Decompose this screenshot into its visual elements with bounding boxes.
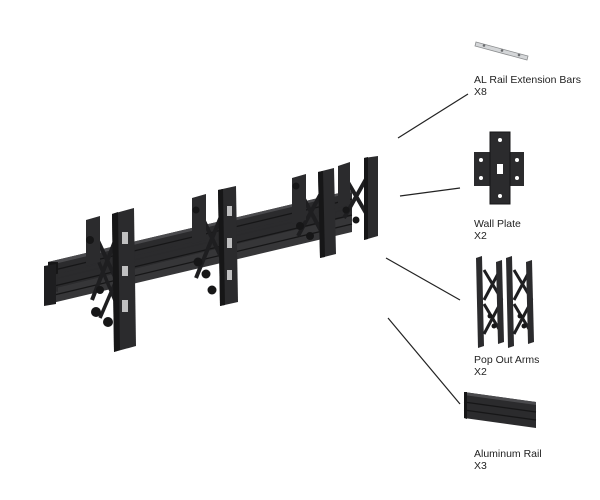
part-quantity: X2 <box>474 366 487 378</box>
wall-plate-icon <box>474 131 524 205</box>
part-name: Pop Out Arms <box>474 354 540 366</box>
pop-out-arm-icon <box>476 256 534 348</box>
aluminum-rail-icon <box>463 392 537 428</box>
mount-arm-2 <box>192 186 238 306</box>
rail-extension-bar-icon <box>474 41 529 61</box>
part-quantity: X3 <box>474 460 487 472</box>
label-pop-out-arms: Pop Out Arms X2 <box>474 354 539 378</box>
part-quantity: X8 <box>474 86 487 98</box>
leader-line-pop-out-arms <box>385 257 461 301</box>
leader-line-wall-plate <box>399 187 461 197</box>
part-name: AL Rail Extension Bars <box>474 74 581 86</box>
leader-line-extension-bars <box>397 93 469 139</box>
leader-line-aluminum-rail <box>387 317 461 405</box>
mount-arm-3 <box>292 168 336 258</box>
mount-arm-1 <box>86 208 136 352</box>
leader-lines <box>385 93 469 405</box>
label-aluminum-rail: Aluminum Rail X3 <box>474 448 542 472</box>
label-rail-extension-bars: AL Rail Extension Bars X8 <box>474 74 581 98</box>
assembled-mount <box>44 156 378 352</box>
mount-arm-4 <box>338 156 378 240</box>
label-wall-plate: Wall Plate X2 <box>474 218 521 242</box>
part-name: Aluminum Rail <box>474 448 542 460</box>
part-quantity: X2 <box>474 230 487 242</box>
part-name: Wall Plate <box>474 218 521 230</box>
